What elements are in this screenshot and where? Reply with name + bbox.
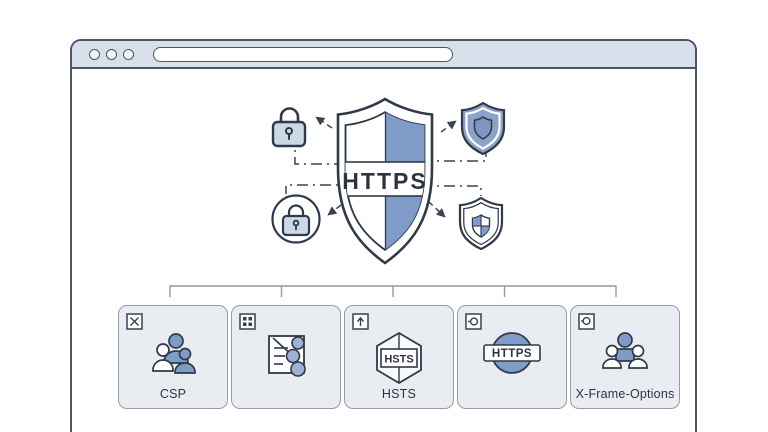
card-x-frame-options[interactable]: X-Frame-Options [570,305,680,409]
arrow-up-box-icon [352,313,369,330]
lens-box-icon [465,313,482,330]
window-control-dot-3[interactable] [123,48,134,60]
window-control-dot-1[interactable] [89,48,100,60]
card-hsts[interactable]: HSTS HSTS [344,305,454,409]
card-policy[interactable] [231,305,341,409]
card-label: CSP [159,387,187,401]
address-bar[interactable] [153,46,453,62]
security-cards-row: CSP [118,305,680,409]
card-https-badge[interactable]: HTTPS [457,305,567,409]
hsts-hexagon-icon: HSTS [376,331,422,385]
lens-box-icon [578,313,595,330]
card-label: X-Frame-Options [575,387,675,401]
grid-box-icon [239,313,256,330]
card-label: HSTS [381,387,417,401]
card-csp[interactable]: CSP [118,305,228,409]
browser-titlebar [72,41,695,69]
https-badge-label: HTTPS [492,348,532,360]
hsts-hexagon-label: HSTS [384,354,413,366]
window-control-dot-2[interactable] [106,48,117,60]
user-group-icon [602,332,648,369]
policy-document-icon [268,335,306,377]
x-box-icon [126,313,143,330]
https-badge-icon: HTTPS [483,332,541,374]
user-group-icon [152,333,196,374]
